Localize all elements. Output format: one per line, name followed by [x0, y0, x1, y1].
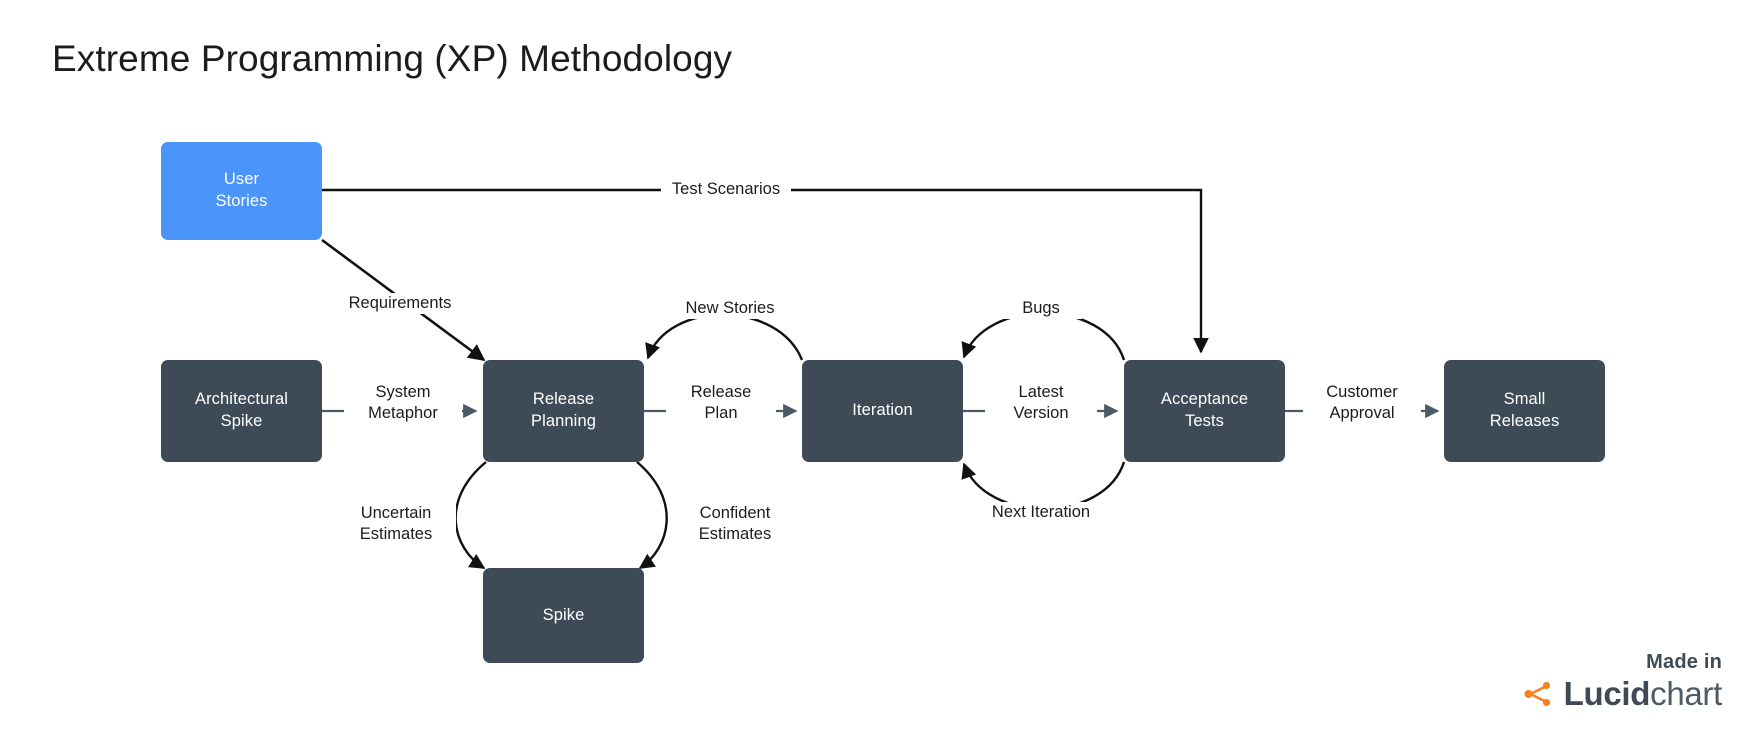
lucidchart-watermark: Made in Lucidchart — [1521, 651, 1722, 710]
edge-label-test-scenarios: Test Scenarios — [661, 179, 791, 200]
edge-label-latest-version: Latest Version — [985, 382, 1097, 424]
lucidchart-logo-icon — [1524, 681, 1550, 706]
edge-label-next-iteration: Next Iteration — [980, 502, 1102, 523]
node-release-planning[interactable]: Release Planning — [483, 360, 644, 462]
edge-label-new-stories: New Stories — [673, 298, 787, 319]
edge-label-bugs: Bugs — [1000, 298, 1082, 319]
edge-label-system-metaphor: System Metaphor — [344, 382, 462, 424]
edge-label-confident-estimates: Confident Estimates — [675, 503, 795, 545]
node-user-stories[interactable]: User Stories — [161, 142, 322, 240]
watermark-brand-regular: chart — [1650, 675, 1722, 712]
edge-label-requirements: Requirements — [339, 293, 461, 314]
edge-uncertain-estimates — [454, 461, 487, 570]
node-acceptance-tests[interactable]: Acceptance Tests — [1124, 360, 1285, 462]
edge-bugs — [961, 311, 1126, 361]
page-title: Extreme Programming (XP) Methodology — [52, 38, 733, 79]
edge-label-customer-approval: Customer Approval — [1303, 382, 1421, 424]
edge-new-stories — [645, 313, 804, 361]
edge-test-scenarios — [322, 188, 1209, 354]
node-architectural-spike[interactable]: Architectural Spike — [161, 360, 322, 462]
edge-label-release-plan: Release Plan — [666, 382, 776, 424]
watermark-brand-bold: Lucid — [1563, 675, 1651, 712]
watermark-made-in-label: Made in — [1646, 651, 1722, 673]
node-small-releases[interactable]: Small Releases — [1444, 360, 1605, 462]
edge-confident-estimates — [636, 461, 668, 569]
node-iteration[interactable]: Iteration — [802, 360, 963, 462]
edge-label-uncertain-estimates: Uncertain Estimates — [336, 503, 456, 545]
node-spike[interactable]: Spike — [483, 568, 644, 663]
